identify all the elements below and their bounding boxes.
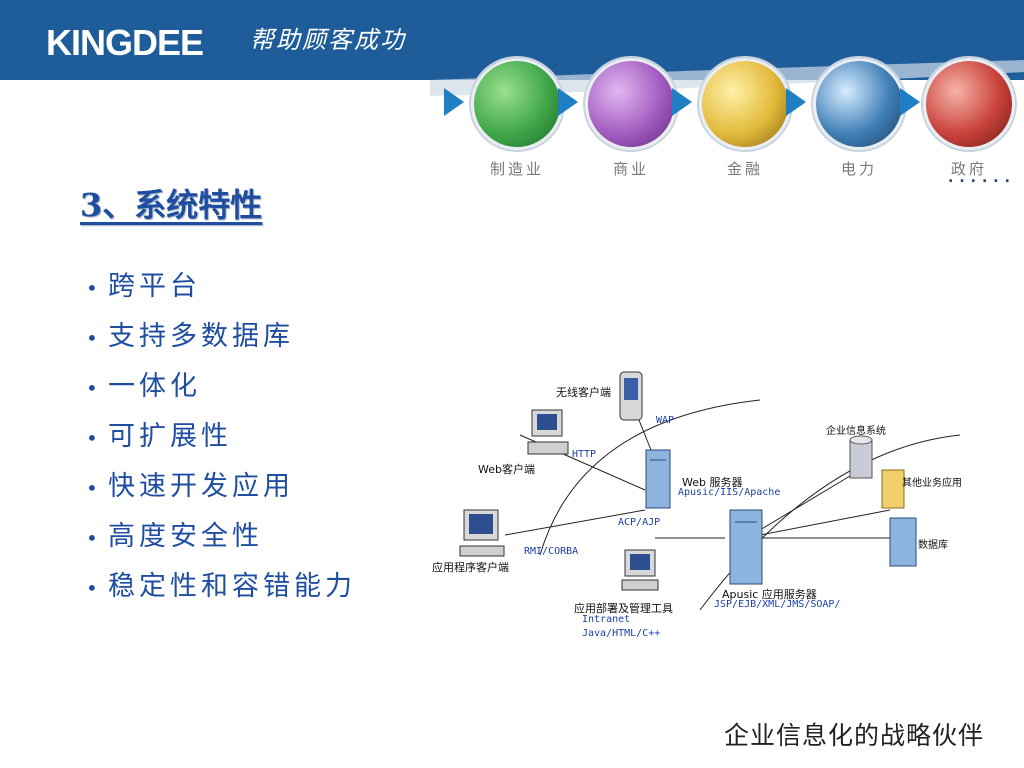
circuit-board-icon	[471, 58, 563, 150]
label-wireless-client: 无线客户端	[556, 386, 611, 399]
bullet-icon: •	[86, 426, 102, 450]
feature-label: 可扩展性	[108, 421, 232, 452]
bullet-icon: •	[86, 576, 102, 600]
architecture-diagram: 无线客户端 Web客户端 应用程序客户端 Web 服务器 Apusic/IIS/…	[420, 360, 980, 650]
feature-item: •跨平台	[86, 262, 356, 312]
label-web-server: Web 服务器	[682, 476, 743, 489]
industry-commerce: 商业	[576, 58, 686, 179]
industry-label: 金融	[726, 160, 763, 178]
decor-dots: ......	[948, 170, 1016, 186]
kingdee-logo: KINGDEE	[46, 22, 204, 63]
app-client-pc-icon	[459, 509, 505, 557]
industry-finance: 金融	[690, 58, 800, 179]
label-deploy-tool: 应用部署及管理工具	[574, 602, 673, 615]
bullet-icon: •	[86, 376, 102, 400]
industry-power: 电力	[804, 58, 914, 179]
slide-title: 3、系统特性	[80, 186, 263, 224]
link-rmi	[504, 509, 646, 536]
bullet-icon: •	[86, 476, 102, 500]
industry-label: 商业	[612, 160, 649, 178]
feature-label: 稳定性和容错能力	[108, 571, 356, 602]
gate-building-icon	[923, 58, 1015, 150]
label-deploy-tech2: Java/HTML/C++	[582, 628, 661, 639]
label-link-wap: WAP	[656, 415, 675, 426]
label-app-client: 应用程序客户端	[432, 561, 509, 574]
header-slogan: 帮助顾客成功	[250, 26, 406, 54]
shopping-icon	[585, 58, 677, 150]
arc-connector	[539, 399, 761, 556]
app-box-icon	[881, 469, 905, 509]
feature-item: •可扩展性	[86, 412, 356, 462]
deploy-tool-pc-icon	[621, 549, 659, 591]
industry-government: 政府	[914, 58, 1024, 179]
label-link-http: HTTP	[572, 449, 597, 460]
feature-label: 快速开发应用	[108, 471, 294, 502]
web-client-pc-icon	[527, 409, 569, 455]
label-enterprise-info: 企业信息系统	[826, 426, 886, 437]
label-other-apps: 其他业务应用	[902, 478, 962, 489]
diagram-connectors	[459, 371, 961, 611]
label-link-rmi: RMI/CORBA	[524, 546, 579, 557]
label-web-server-tech: Apusic/IIS/Apache	[678, 487, 781, 498]
label-app-server: Apusic 应用服务器	[722, 588, 817, 601]
link-eis	[759, 469, 861, 531]
web-server-icon	[645, 449, 671, 509]
arrow-right-icon	[672, 88, 692, 116]
footer-tagline: 企业信息化的战略伙伴	[724, 721, 985, 750]
feature-label: 一体化	[108, 371, 201, 402]
power-tower-icon	[813, 58, 905, 150]
feature-label: 支持多数据库	[108, 321, 294, 352]
label-web-client: Web客户端	[478, 463, 535, 476]
feature-item: •一体化	[86, 362, 356, 412]
arrow-right-icon	[786, 88, 806, 116]
industry-label: 政府	[950, 160, 987, 178]
database-server-icon	[889, 517, 917, 567]
label-deploy-tech1: Intranet	[582, 614, 631, 625]
bullet-icon: •	[86, 526, 102, 550]
industry-manufacturing: 制造业	[462, 58, 572, 179]
feature-item: •稳定性和容错能力	[86, 562, 356, 612]
label-link-acp: ACP/AJP	[618, 517, 661, 528]
coins-icon	[699, 58, 791, 150]
link-apps	[759, 509, 891, 536]
industry-label: 制造业	[489, 160, 544, 178]
arrow-right-icon	[558, 88, 578, 116]
feature-item: •高度安全性	[86, 512, 356, 562]
feature-item: •快速开发应用	[86, 462, 356, 512]
label-database: 数据库	[918, 540, 948, 551]
industry-label: 电力	[840, 160, 877, 178]
bullet-icon: •	[86, 326, 102, 350]
feature-label: 高度安全性	[108, 521, 263, 552]
feature-item: •支持多数据库	[86, 312, 356, 362]
arrow-right-icon	[444, 88, 464, 116]
app-server-icon	[729, 509, 763, 585]
bullet-icon: •	[86, 276, 102, 300]
feature-label: 跨平台	[108, 271, 201, 302]
label-app-server-tech: JSP/EJB/XML/JMS/SOAP/	[714, 599, 841, 610]
arrow-right-icon	[900, 88, 920, 116]
database-cylinder-icon	[849, 435, 873, 479]
feature-list: •跨平台 •支持多数据库 •一体化 •可扩展性 •快速开发应用 •高度安全性 •…	[86, 262, 356, 612]
pda-icon	[619, 371, 643, 421]
